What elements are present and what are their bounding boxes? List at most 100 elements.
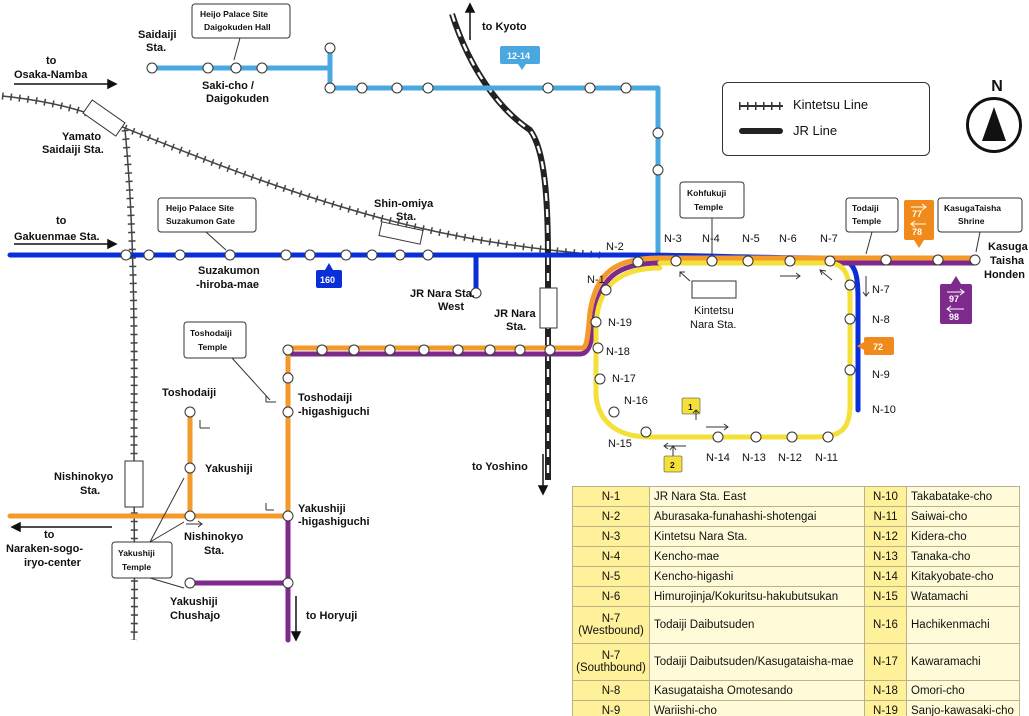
stop[interactable] bbox=[600, 284, 612, 296]
destination-labels: to Osaka-Namba to Gakuenmae Sta. to Kyot… bbox=[6, 21, 1029, 622]
stop[interactable] bbox=[932, 254, 944, 266]
toshodaiji-temple-text: Toshodaiji bbox=[190, 328, 232, 338]
stop-name-cell: Todaiji Daibutsuden bbox=[649, 606, 865, 644]
destination-arrows bbox=[10, 2, 549, 642]
stop[interactable] bbox=[282, 406, 294, 418]
stop[interactable] bbox=[282, 372, 294, 384]
stop[interactable] bbox=[394, 249, 406, 261]
stop[interactable] bbox=[174, 249, 186, 261]
stop[interactable] bbox=[280, 249, 292, 261]
stop-code: N-12 bbox=[778, 452, 802, 464]
stop[interactable] bbox=[120, 249, 132, 261]
stop[interactable] bbox=[844, 313, 856, 325]
badge-77-78[interactable] bbox=[904, 200, 934, 240]
badge-72[interactable] bbox=[864, 337, 894, 355]
badge-97-98[interactable] bbox=[940, 284, 972, 324]
stop[interactable] bbox=[452, 344, 464, 356]
stop[interactable] bbox=[422, 82, 434, 94]
stop[interactable] bbox=[592, 342, 604, 354]
stop[interactable] bbox=[594, 373, 606, 385]
stop[interactable] bbox=[632, 256, 644, 268]
stop[interactable] bbox=[620, 82, 632, 94]
stop[interactable] bbox=[712, 431, 724, 443]
stop[interactable] bbox=[184, 577, 196, 589]
stop[interactable] bbox=[640, 426, 652, 438]
stop[interactable] bbox=[282, 577, 294, 589]
stop[interactable] bbox=[584, 82, 596, 94]
stop[interactable] bbox=[590, 316, 602, 328]
stop[interactable] bbox=[391, 82, 403, 94]
stop[interactable] bbox=[652, 127, 664, 139]
stop[interactable] bbox=[143, 249, 155, 261]
stop[interactable] bbox=[484, 344, 496, 356]
stop[interactable] bbox=[146, 62, 158, 74]
stop[interactable] bbox=[844, 279, 856, 291]
saki-cho-label: Daigokuden bbox=[206, 93, 269, 105]
stop-code: N-7 bbox=[820, 233, 838, 245]
stop[interactable] bbox=[822, 431, 834, 443]
stop[interactable] bbox=[224, 249, 236, 261]
stop[interactable] bbox=[184, 510, 196, 522]
stop[interactable] bbox=[340, 249, 352, 261]
stop-code: N-3 bbox=[664, 233, 682, 245]
stop-name-cell: Hachikenmachi bbox=[906, 606, 1020, 644]
stop[interactable] bbox=[304, 249, 316, 261]
stop[interactable] bbox=[230, 62, 242, 74]
table-row: N-7(Southbound)Todaiji Daibutsuden/Kasug… bbox=[572, 643, 1020, 681]
stop[interactable] bbox=[784, 255, 796, 267]
stop-code-cell: N-14 bbox=[864, 566, 907, 587]
stop[interactable] bbox=[356, 82, 368, 94]
stop[interactable] bbox=[608, 406, 620, 418]
stop[interactable] bbox=[742, 255, 754, 267]
kintetsu-line-kashihara bbox=[124, 129, 136, 641]
stop-code-cell: N-19 bbox=[864, 700, 907, 716]
stop[interactable] bbox=[384, 344, 396, 356]
stop[interactable] bbox=[316, 344, 328, 356]
badge-77-text: 77 bbox=[912, 209, 922, 219]
stop[interactable] bbox=[706, 255, 718, 267]
stop[interactable] bbox=[324, 42, 336, 54]
stop-name-cell: Watamachi bbox=[906, 586, 1020, 607]
stop[interactable] bbox=[844, 364, 856, 376]
stop[interactable] bbox=[542, 82, 554, 94]
compass-needle-icon bbox=[982, 107, 1006, 141]
to-naraken: to bbox=[44, 529, 55, 541]
stop-code: N-15 bbox=[608, 438, 632, 450]
stop[interactable] bbox=[969, 254, 981, 266]
stop[interactable] bbox=[786, 431, 798, 443]
legend-jr-label: JR Line bbox=[793, 123, 838, 138]
stop[interactable] bbox=[824, 255, 836, 267]
stop[interactable] bbox=[282, 344, 294, 356]
stop-code-direction: (Southbound) bbox=[576, 662, 646, 674]
stop[interactable] bbox=[880, 254, 892, 266]
stop[interactable] bbox=[652, 164, 664, 176]
badge-12-14[interactable] bbox=[500, 46, 540, 64]
stop[interactable] bbox=[750, 431, 762, 443]
stop-code: N-11 bbox=[815, 452, 838, 464]
heijo-suzakumon-box bbox=[157, 197, 257, 233]
stop[interactable] bbox=[544, 344, 556, 356]
stop[interactable] bbox=[514, 344, 526, 356]
stop[interactable] bbox=[422, 249, 434, 261]
stop[interactable] bbox=[324, 82, 336, 94]
stop-code-cell: N-18 bbox=[864, 680, 907, 701]
stop[interactable] bbox=[184, 406, 196, 418]
stop[interactable] bbox=[282, 510, 294, 522]
stop[interactable] bbox=[256, 62, 268, 74]
stop[interactable] bbox=[670, 255, 682, 267]
stop[interactable] bbox=[470, 287, 482, 299]
stop-code-cell: N-7(Southbound) bbox=[572, 643, 650, 681]
stop[interactable] bbox=[366, 249, 378, 261]
yakushiji-temple-text: Temple bbox=[122, 562, 151, 572]
shin-omiya-building bbox=[378, 221, 424, 245]
kasuga-honden: Taisha bbox=[990, 255, 1025, 267]
callout-pointers bbox=[149, 37, 981, 589]
stop[interactable] bbox=[184, 462, 196, 474]
stop[interactable] bbox=[202, 62, 214, 74]
stop-name-cell: Aburasaka-funahashi-shotengai bbox=[649, 506, 865, 527]
stop[interactable] bbox=[348, 344, 360, 356]
stop[interactable] bbox=[418, 344, 430, 356]
badge-160[interactable] bbox=[316, 270, 342, 288]
